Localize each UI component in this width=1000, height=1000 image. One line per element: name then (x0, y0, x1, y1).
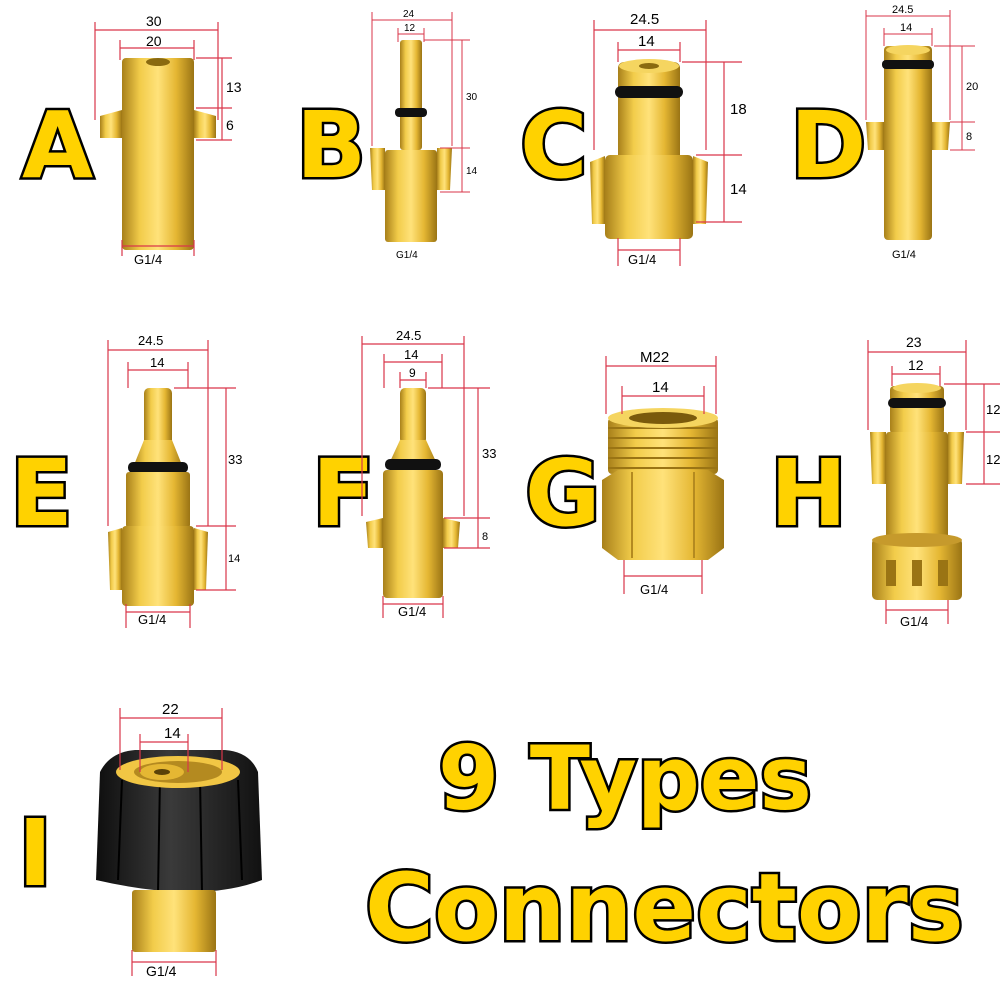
letter-g: G (523, 440, 603, 547)
thread-i: G1/4 (146, 963, 177, 979)
dim-c-3: 18 (730, 101, 747, 118)
connector-g: M22 14 G1/4 (602, 349, 724, 597)
dim-e-1: 24.5 (138, 333, 163, 348)
dim-f-2: 14 (404, 347, 418, 362)
thread-f: G1/4 (398, 604, 426, 619)
dim-c-4: 14 (730, 181, 747, 198)
dim-f-3: 9 (409, 366, 416, 380)
dim-h-3: 12 (986, 402, 1000, 417)
dim-g-2: 14 (652, 379, 669, 396)
dim-c-2: 14 (638, 33, 655, 50)
dim-h-1: 23 (906, 334, 922, 350)
dim-f-1: 24.5 (396, 328, 421, 343)
dim-e-4: 14 (228, 553, 240, 565)
dim-d-2: 14 (900, 22, 912, 34)
connector-b-pin (400, 40, 422, 150)
letter-a: A (19, 92, 95, 199)
thread-d: G1/4 (892, 249, 916, 261)
dim-a-4: 6 (226, 117, 234, 133)
dim-d-1: 24.5 (892, 4, 913, 16)
letter-h: H (768, 440, 850, 547)
dim-f-4: 33 (482, 446, 496, 461)
thread-e: G1/4 (138, 612, 166, 627)
dim-a-1: 30 (146, 13, 162, 29)
connector-f: 24.5 14 9 33 8 G1/4 (361, 328, 496, 619)
headline-line1: 9 Types (436, 727, 815, 830)
dim-d-4: 8 (966, 131, 972, 143)
dim-b-3: 30 (466, 92, 478, 103)
dim-a-2: 20 (146, 33, 162, 49)
dim-d-3: 20 (966, 81, 978, 93)
thread-g: G1/4 (640, 582, 668, 597)
dim-e-3: 33 (228, 452, 242, 467)
dim-i-2: 14 (164, 725, 181, 742)
thread-c: G1/4 (628, 252, 656, 267)
dim-b-1: 24 (403, 9, 415, 20)
letter-e: E (8, 440, 76, 547)
connector-i: 22 14 G1/4 (96, 701, 262, 979)
thread-a: G1/4 (134, 252, 162, 267)
connector-e: 24.5 14 33 14 G1/4 (107, 333, 242, 628)
dim-a-3: 13 (226, 79, 242, 95)
letter-i: I (15, 800, 54, 907)
dim-h-2: 12 (908, 357, 924, 373)
dim-b-4: 14 (466, 166, 478, 177)
letter-f: F (310, 440, 378, 547)
letter-b: B (293, 92, 368, 199)
dim-f-5: 8 (482, 531, 488, 543)
connector-b: 24 12 30 14 G1/4 (370, 9, 478, 261)
dim-g-1: M22 (640, 349, 669, 366)
dim-i-1: 22 (162, 701, 179, 718)
connector-d: 24.5 14 20 8 G1/4 (865, 4, 978, 261)
connector-h: 23 12 12 12 G1/4 (867, 334, 1000, 629)
connector-c: 24.5 14 18 14 G1/4 (590, 11, 747, 267)
dim-c-1: 24.5 (630, 11, 659, 28)
headline-line2: Connectors (363, 854, 967, 963)
thread-b: G1/4 (396, 250, 418, 261)
dim-b-2: 12 (404, 23, 416, 34)
connector-a-body (122, 58, 194, 250)
letter-d: D (787, 92, 868, 199)
thread-h: G1/4 (900, 614, 928, 629)
connector-a: 30 20 13 6 G1/4 (94, 13, 242, 267)
letter-c: C (518, 92, 590, 199)
connector-i-cap (96, 750, 262, 892)
dim-h-4: 12 (986, 452, 1000, 467)
dim-e-2: 14 (150, 355, 164, 370)
